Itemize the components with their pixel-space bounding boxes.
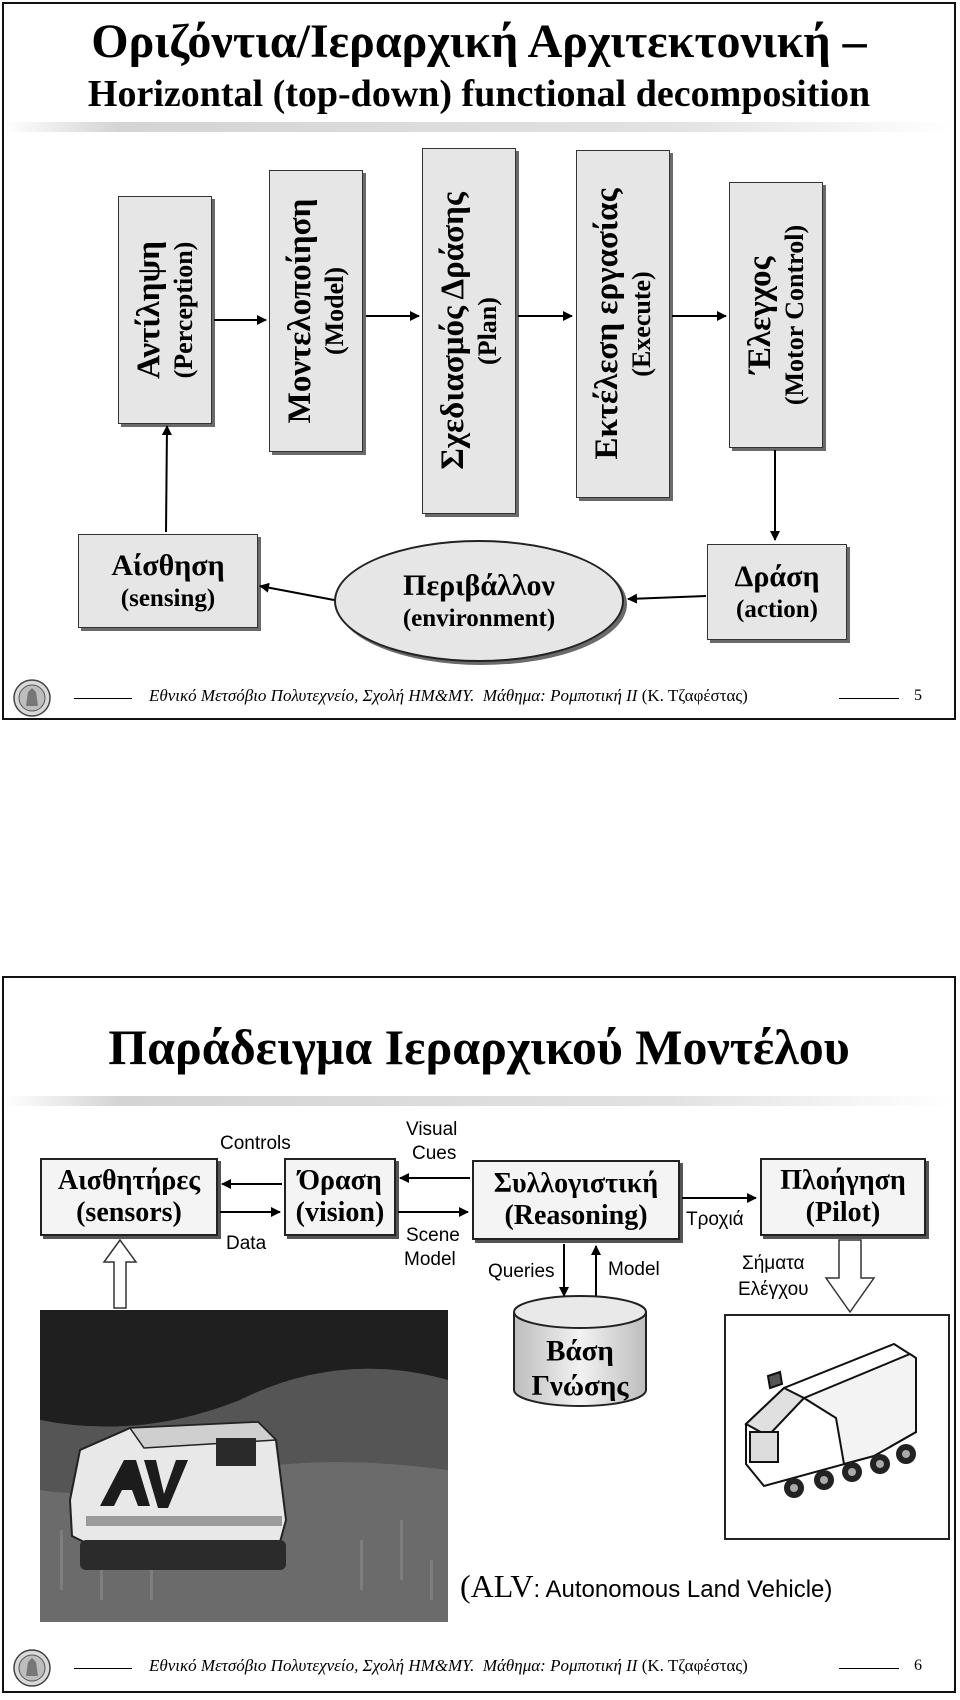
action-sublabel: (action) bbox=[736, 596, 818, 623]
hollow-arrow-up-icon bbox=[102, 1238, 138, 1309]
label-model: Model bbox=[608, 1259, 660, 1280]
vision-sublabel: (vision) bbox=[295, 1197, 385, 1228]
block-plan-label: Σχεδιασμός Δράσης bbox=[435, 192, 472, 470]
block-execute: Εκτέλεση εργασίας(Execute) bbox=[576, 150, 670, 498]
label-scene-model-1: Scene bbox=[406, 1225, 460, 1246]
block-perception: Αντίληψη(Perception) bbox=[118, 196, 212, 424]
box-sensors: Αισθητήρες (sensors) bbox=[40, 1158, 218, 1236]
box-reasoning: Συλλογιστική (Reasoning) bbox=[472, 1160, 680, 1240]
box-pilot: Πλοήγηση (Pilot) bbox=[760, 1158, 926, 1236]
action-label: Δράση bbox=[734, 560, 820, 593]
environment-sublabel: (environment) bbox=[402, 605, 556, 632]
alv-vehicle-photo bbox=[40, 1310, 448, 1622]
block-motor-control-label: Έλεγχος bbox=[742, 256, 779, 374]
sensing-sublabel: (sensing) bbox=[120, 585, 216, 612]
knowledge-base-line1: Βάση bbox=[546, 1335, 614, 1368]
footer-institution: Εθνικό Μετσόβιο Πολυτεχνείο, Σχολή ΗΜ&ΜΥ… bbox=[149, 1656, 475, 1675]
university-seal-icon bbox=[13, 1649, 51, 1687]
footer-course: Μάθημα: Ρομποτική ΙΙ bbox=[482, 686, 638, 705]
block-execute-sublabel: (Execute) bbox=[627, 271, 657, 377]
slide-6: Παράδειγμα Ιεραρχικού Μοντέλου Αισθητήρε… bbox=[2, 976, 956, 1693]
footer-course: Μάθημα: Ρομποτική ΙΙ bbox=[482, 1656, 638, 1675]
label-data: Data bbox=[226, 1233, 267, 1254]
arrow-sensing-perception bbox=[161, 425, 172, 533]
block-perception-label: Αντίληψη bbox=[131, 241, 168, 379]
arrow-environment-sensing bbox=[259, 582, 335, 601]
footer-author: (Κ. Τζαφέστας) bbox=[641, 1656, 748, 1675]
label-control-signals-2: Ελέγχου bbox=[738, 1279, 809, 1300]
block-model: Μοντελοποίηση(Model) bbox=[269, 170, 363, 452]
label-visual-cues-2: Cues bbox=[412, 1143, 457, 1164]
knowledge-base-line2: Γνώσης bbox=[531, 1370, 629, 1402]
sensing-label: Αίσθηση bbox=[111, 549, 225, 582]
box-action: Δράση (action) bbox=[707, 544, 847, 640]
footer-author: (Κ. Τζαφέστας) bbox=[641, 686, 748, 705]
reasoning-sublabel: (Reasoning) bbox=[504, 1200, 648, 1231]
knowledge-base-text: Βάση Γνώσης bbox=[514, 1334, 646, 1404]
footer-text: Εθνικό Μετσόβιο Πολυτεχνείο, Σχολή ΗΜ&ΜΥ… bbox=[149, 1656, 748, 1676]
label-controls: Controls bbox=[220, 1133, 291, 1154]
robot-vehicle-drawing bbox=[724, 1314, 950, 1540]
hollow-arrow-down-icon bbox=[824, 1239, 876, 1314]
alv-caption: (ALV: Autonomous Land Vehicle) bbox=[460, 1570, 832, 1602]
alv-caption-abbr: (ALV bbox=[460, 1568, 534, 1604]
sensors-label: Αισθητήρες bbox=[57, 1164, 201, 1196]
label-scene-model-2: Model bbox=[404, 1249, 456, 1270]
sensors-sublabel: (sensors) bbox=[76, 1197, 182, 1228]
pilot-sublabel: (Pilot) bbox=[805, 1197, 881, 1228]
block-plan-sublabel: (Plan) bbox=[473, 297, 503, 365]
label-visual-cues-1: Visual bbox=[406, 1119, 458, 1140]
label-control-signals-1: Σήματα bbox=[742, 1253, 805, 1274]
slide-title-english: Horizontal (top-down) functional decompo… bbox=[87, 73, 871, 115]
block-execute-label: Εκτέλεση εργασίας bbox=[589, 188, 626, 460]
arrow-action-environment bbox=[627, 593, 707, 604]
slide-5: Οριζόντια/Ιεραρχική Αρχιτεκτονική – Hori… bbox=[2, 2, 956, 720]
block-motor-control: Έλεγχος(Motor Control) bbox=[729, 182, 823, 448]
vision-label: Όραση bbox=[298, 1164, 382, 1196]
footer-rule-left bbox=[74, 698, 132, 699]
pilot-label: Πλοήγηση bbox=[780, 1164, 906, 1196]
reasoning-label: Συλλογιστική bbox=[493, 1167, 659, 1199]
alv-caption-rest: : Autonomous Land Vehicle) bbox=[533, 1576, 833, 1603]
block-plan: Σχεδιασμός Δράσης(Plan) bbox=[422, 148, 516, 514]
environment-ellipse: Περιβάλλον (environment) bbox=[334, 540, 624, 662]
footer-institution: Εθνικό Μετσόβιο Πολυτεχνείο, Σχολή ΗΜ&ΜΥ… bbox=[149, 686, 475, 705]
slide-title-greek: Οριζόντια/Ιεραρχική Αρχιτεκτονική – bbox=[91, 15, 867, 68]
page-number: 6 bbox=[914, 1657, 922, 1674]
environment-label: Περιβάλλον bbox=[403, 569, 555, 602]
footer: Εθνικό Μετσόβιο Πολυτεχνείο, Σχολή ΗΜ&ΜΥ… bbox=[4, 1648, 954, 1688]
alv-truck bbox=[68, 1420, 288, 1570]
footer-rule-right bbox=[839, 698, 899, 699]
block-perception-sublabel: (Perception) bbox=[169, 241, 199, 379]
label-queries: Queries bbox=[488, 1261, 555, 1282]
title-rule bbox=[4, 1096, 954, 1106]
footer-rule-right bbox=[839, 1668, 899, 1669]
slide-title: Παράδειγμα Ιεραρχικού Μοντέλου bbox=[108, 1019, 850, 1075]
page-number: 5 bbox=[914, 687, 922, 704]
footer-text: Εθνικό Μετσόβιο Πολυτεχνείο, Σχολή ΗΜ&ΜΥ… bbox=[149, 686, 748, 706]
block-motor-control-sublabel: (Motor Control) bbox=[780, 224, 810, 406]
block-model-label: Μοντελοποίηση bbox=[282, 198, 319, 424]
box-vision: Όραση (vision) bbox=[284, 1158, 396, 1236]
footer: Εθνικό Μετσόβιο Πολυτεχνείο, Σχολή ΗΜ&ΜΥ… bbox=[4, 678, 954, 718]
footer-rule-left bbox=[74, 1668, 132, 1669]
title-rule bbox=[4, 122, 954, 132]
university-seal-icon bbox=[13, 679, 51, 717]
block-model-sublabel: (Model) bbox=[320, 266, 350, 356]
label-trajectory: Τροχιά bbox=[686, 1209, 744, 1230]
box-sensing: Αίσθηση (sensing) bbox=[78, 534, 258, 628]
